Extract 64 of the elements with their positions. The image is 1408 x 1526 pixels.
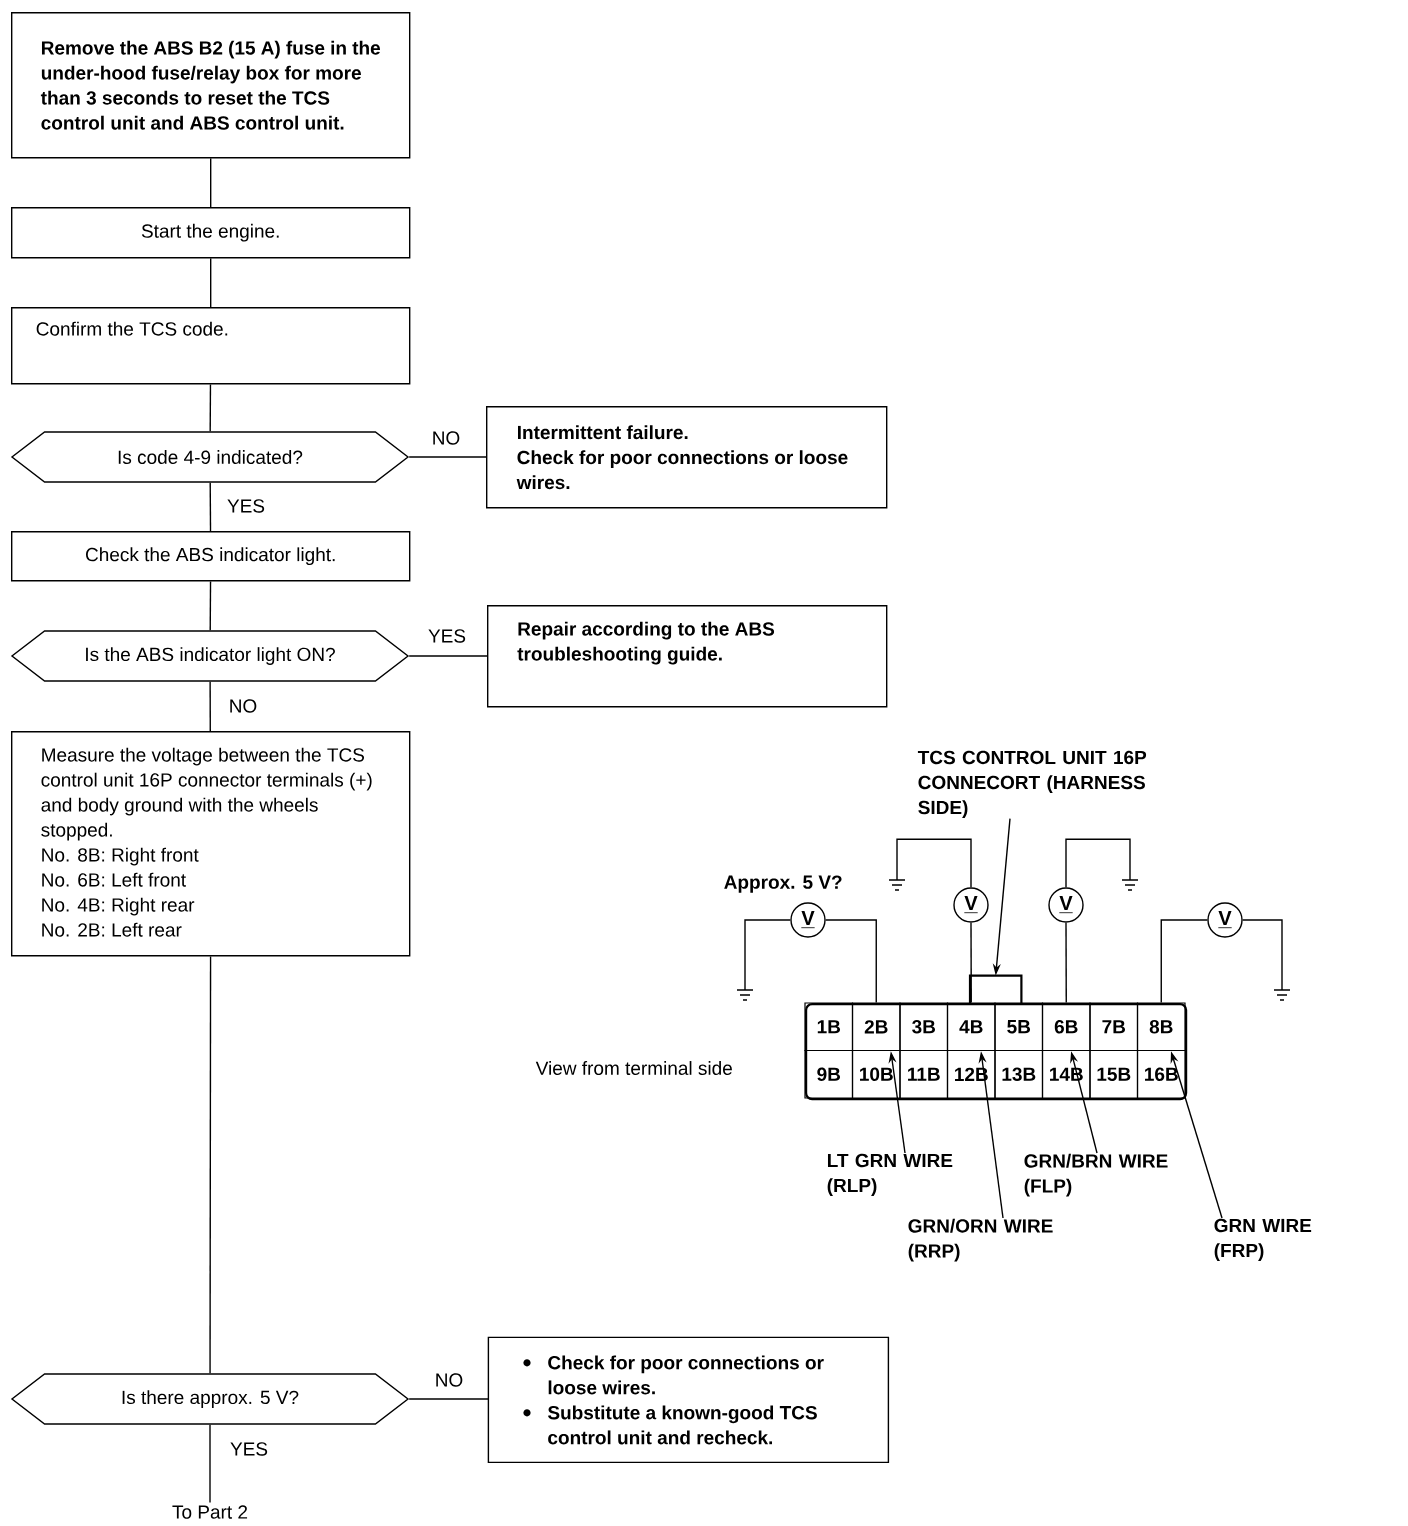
continuation-text: To Part 2 <box>172 1505 248 1519</box>
terminal-cell: 13B <box>994 1049 1044 1099</box>
process-box: Measure the voltage between the TCS control unit 16P connector terminals (+) and body ground with the wheels stopped. No. 8B: Right front No. 6B: Left front No. 4B: Right rear No. 2B: Left rear <box>11 731 411 957</box>
connector-line <box>210 257 212 308</box>
terminal-cell: 3B <box>899 1002 949 1052</box>
ground-symbol <box>736 989 754 1001</box>
process-box: Confirm the TCS code. <box>11 307 411 385</box>
process-box: Repair according to the ABS troubleshooting guide. <box>487 605 888 708</box>
wire-label: GRN WIRE (FRP) <box>1214 1218 1312 1261</box>
connector-line <box>210 157 212 208</box>
ground-symbol <box>1121 879 1139 891</box>
wire <box>1065 922 1067 1004</box>
process-box: Check the ABS indicator light. <box>11 531 411 582</box>
callout-text: TCS CONTROL UNIT 16P CONNECORT (HARNESS SIDE) <box>917 750 1147 818</box>
connector-line <box>209 482 212 532</box>
terminal-cell: 8B <box>1136 1002 1186 1052</box>
terminal-cell: 5B <box>994 1002 1044 1052</box>
edge-label: YES <box>225 497 267 515</box>
wire <box>1160 919 1208 1004</box>
wire <box>1065 838 1131 888</box>
edge-label: NO <box>429 429 463 447</box>
connector-line <box>209 681 211 732</box>
ground-symbol <box>1273 989 1291 1001</box>
terminal-cell: 4B <box>946 1002 996 1052</box>
terminal-cell: 15B <box>1089 1049 1139 1099</box>
terminal-cell: 11B <box>899 1049 949 1099</box>
terminal-cell: 1B <box>804 1002 854 1052</box>
decision-hexagon: Is there approx. 5 V? <box>10 1373 410 1425</box>
note-text: Approx. 5 V? <box>724 875 842 893</box>
wire <box>896 838 972 888</box>
terminal-cell: 9B <box>804 1049 854 1099</box>
wire <box>744 919 791 991</box>
terminal-cell: 7B <box>1089 1002 1139 1052</box>
connector-line <box>209 1424 211 1504</box>
terminal-cell: 16B <box>1136 1049 1186 1099</box>
connector-line <box>408 456 487 458</box>
connector-line <box>408 1398 489 1400</box>
connector-line <box>209 955 212 1374</box>
connector-key <box>968 974 1023 1003</box>
connector-body <box>805 1003 1188 1101</box>
wire-label: LT GRN WIRE (RLP) <box>827 1153 953 1196</box>
decision-hexagon: Is the ABS indicator light ON? <box>10 630 410 682</box>
wire <box>1242 919 1283 991</box>
edge-label: YES <box>426 627 468 645</box>
edge-label: NO <box>226 697 260 715</box>
ground-symbol <box>888 879 906 891</box>
terminal-cell: 2B <box>851 1002 901 1052</box>
note-text: View from terminal side <box>535 1061 732 1075</box>
wire-label: GRN/BRN WIRE (FLP) <box>1024 1153 1168 1197</box>
process-box: Intermittent failure. Check for poor connections or loose wires. <box>486 406 888 509</box>
terminal-cell: 6B <box>1041 1002 1091 1052</box>
wire <box>970 922 972 1004</box>
wire <box>825 919 877 1004</box>
connector-line <box>209 383 212 432</box>
connector-line <box>408 655 488 657</box>
edge-label: YES <box>228 1440 270 1458</box>
edge-label: NO <box>432 1371 466 1389</box>
terminal-cell: 10B <box>851 1049 901 1099</box>
connector-line <box>209 580 212 631</box>
process-box: Start the engine. <box>11 207 411 259</box>
process-box: Remove the ABS B2 (15 A) fuse in the under-hood fuse/relay box for more than 3 seconds to reset the TCS control unit and ABS control unit. <box>11 12 411 159</box>
process-box: Check for poor connections or loose wires. Substitute a known-good TCS control unit and recheck. <box>487 1336 890 1464</box>
decision-hexagon: Is code 4-9 indicated? <box>10 431 410 483</box>
wire-label: GRN/ORN WIRE (RRP) <box>908 1218 1053 1262</box>
